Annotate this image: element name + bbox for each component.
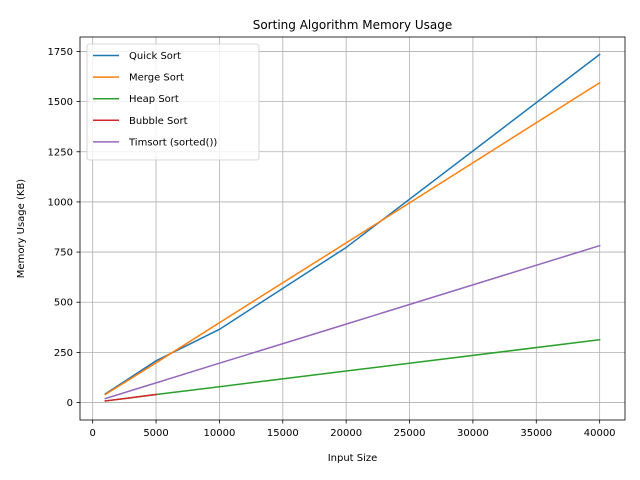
x-axis-label: Input Size [328, 453, 378, 464]
chart-title: Sorting Algorithm Memory Usage [253, 18, 453, 32]
series-line-bubble-sort [104, 393, 157, 402]
y-axis-label: Memory Usage (KB) [16, 179, 27, 279]
x-tick-label: 0 [89, 428, 95, 439]
legend-label: Timsort (sorted()) [128, 137, 217, 148]
y-tick-label: 500 [54, 298, 73, 309]
series-line-timsort-sorted [104, 244, 601, 400]
x-tick-label: 10000 [204, 428, 236, 439]
series-line-quick-sort [104, 53, 601, 395]
x-tick-label: 15000 [267, 428, 299, 439]
x-tick-label: 40000 [584, 428, 616, 439]
y-tick-label: 0 [67, 398, 73, 409]
legend-label: Quick Sort [129, 51, 181, 62]
x-tick-label: 25000 [394, 428, 426, 439]
legend-label: Heap Sort [129, 94, 179, 105]
x-tick-label: 35000 [520, 428, 552, 439]
series-line-merge-sort [104, 81, 601, 396]
x-tick-label: 30000 [457, 428, 489, 439]
legend-label: Bubble Sort [129, 116, 188, 127]
legend-label: Merge Sort [129, 73, 184, 84]
y-tick-label: 1000 [48, 197, 73, 208]
series-lines [104, 53, 601, 402]
y-tick-label: 250 [54, 348, 73, 359]
plot-frame [79, 36, 626, 421]
legend-box [86, 43, 260, 161]
x-tick-label: 20000 [330, 428, 362, 439]
x-tick-label: 5000 [143, 428, 168, 439]
y-tick-label: 1250 [48, 147, 73, 158]
y-tick-label: 1500 [48, 97, 73, 108]
y-tick-label: 750 [54, 248, 73, 259]
y-tick-label: 1750 [48, 47, 73, 58]
